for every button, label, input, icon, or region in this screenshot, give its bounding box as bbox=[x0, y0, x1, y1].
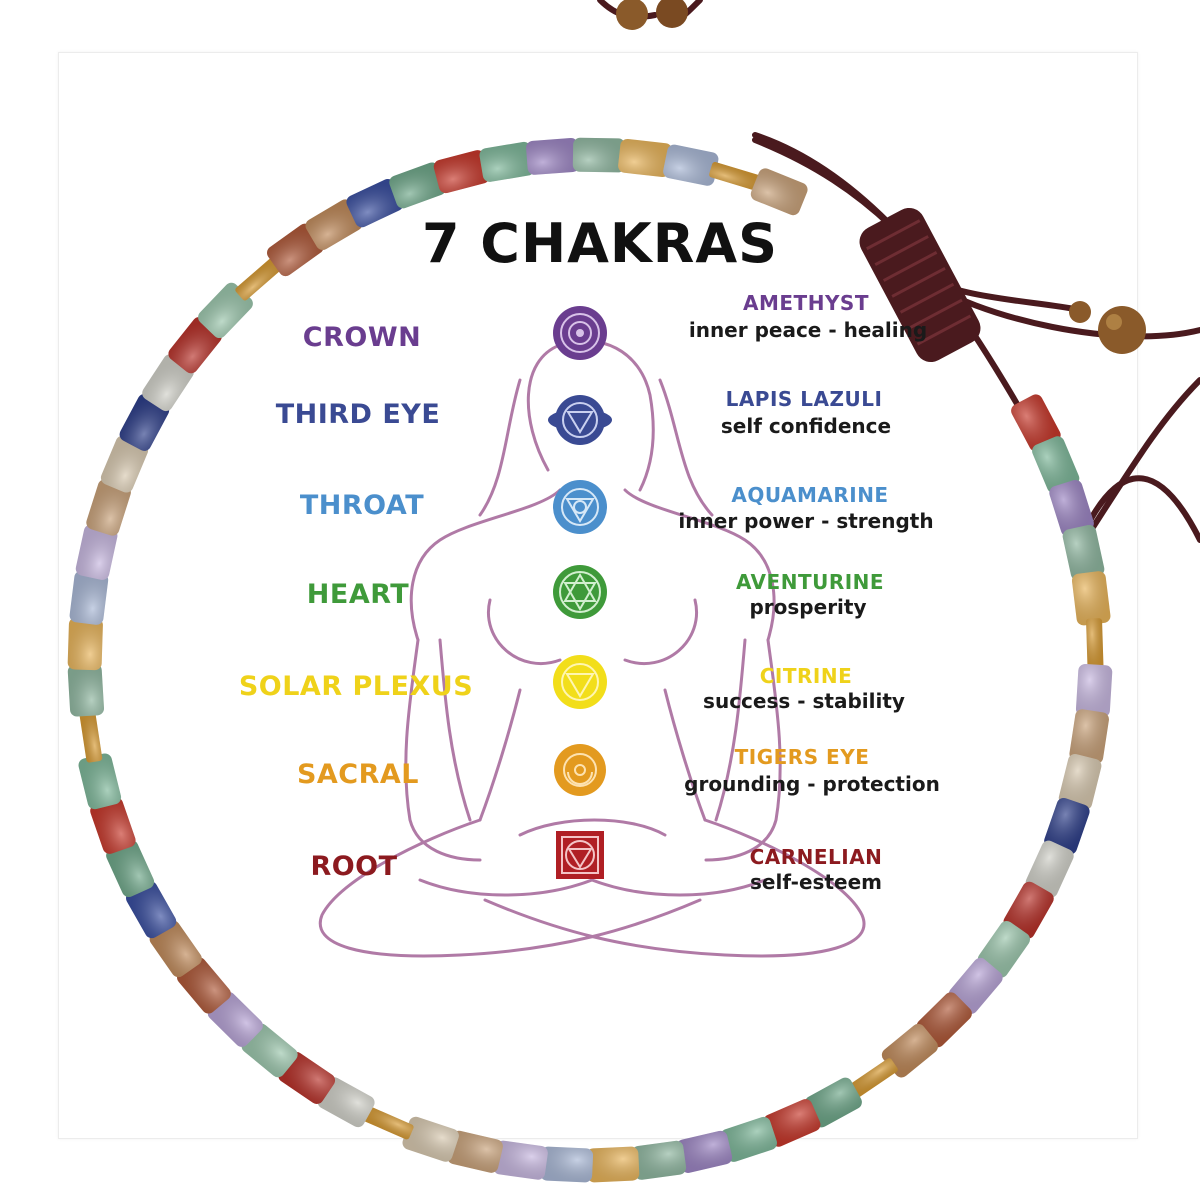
bead-highlight bbox=[1032, 436, 1080, 494]
bead-highlight bbox=[848, 1058, 898, 1099]
bead-highlight bbox=[631, 1140, 687, 1180]
bead-highlight bbox=[763, 1099, 821, 1147]
bead-highlight bbox=[493, 1140, 548, 1180]
root-chakra-icon bbox=[556, 831, 604, 879]
stone-name-tigers-eye: TIGERS EYE bbox=[734, 745, 870, 769]
bead-highlight bbox=[1003, 881, 1054, 939]
bead-highlight bbox=[100, 435, 149, 493]
stone-benefit-tigers-eye: grounding - protection bbox=[684, 772, 940, 796]
chakra-name-heart: HEART bbox=[306, 579, 410, 610]
stone-name-citrine: CITRINE bbox=[759, 664, 853, 688]
bead-highlight bbox=[1086, 618, 1104, 671]
crown-chakra-icon bbox=[553, 306, 607, 360]
bead-highlight bbox=[106, 840, 155, 898]
stone-name-amethyst: AMETHYST bbox=[743, 291, 869, 315]
chakra-name-root: ROOT bbox=[310, 851, 398, 882]
bead-highlight bbox=[540, 1146, 594, 1183]
bead-highlight bbox=[1044, 797, 1090, 855]
sliding-knot bbox=[859, 207, 981, 363]
bead-highlight bbox=[69, 570, 109, 625]
bead-highlight bbox=[526, 138, 580, 175]
bead-highlight bbox=[267, 223, 324, 277]
bead-highlight bbox=[235, 256, 283, 301]
bead-highlight bbox=[79, 709, 103, 763]
tigers-eye-end-beads bbox=[616, 0, 1146, 354]
stone-benefit-aquamarine: inner power - strength bbox=[678, 509, 934, 533]
bead-highlight bbox=[389, 162, 446, 209]
bead-highlight bbox=[676, 1130, 733, 1173]
bead-highlight bbox=[433, 150, 490, 194]
bead-highlight bbox=[317, 1077, 375, 1128]
bead-highlight bbox=[1075, 664, 1113, 718]
third-eye-chakra-icon bbox=[548, 395, 612, 445]
stone-benefit-amethyst: inner peace - healing bbox=[688, 318, 928, 342]
bead-highlight bbox=[1062, 525, 1105, 581]
bead-highlight bbox=[90, 797, 136, 854]
bead-highlight bbox=[586, 1146, 640, 1183]
bead-highlight bbox=[86, 479, 131, 536]
stone-benefit-lapis-lazuli: self confidence bbox=[720, 414, 892, 438]
heart-chakra-icon bbox=[553, 565, 607, 619]
stone-name-aquamarine: AQUAMARINE bbox=[731, 483, 889, 507]
bead-highlight bbox=[126, 881, 177, 939]
bead-highlight bbox=[278, 1052, 336, 1104]
bead-highlight bbox=[198, 282, 253, 339]
bead-highlight bbox=[447, 1130, 503, 1173]
bead-highlight bbox=[977, 921, 1030, 978]
stone-name-carnelian: CARNELIAN bbox=[749, 845, 883, 869]
stone-benefit-aventurine: prosperity bbox=[749, 595, 867, 619]
bead-highlight bbox=[67, 663, 105, 717]
bead-highlight bbox=[142, 354, 194, 412]
bead-highlight bbox=[119, 393, 170, 451]
sacral-chakra-icon bbox=[554, 744, 606, 796]
bead-highlight bbox=[402, 1116, 459, 1162]
bead-highlight bbox=[207, 991, 263, 1047]
bead-highlight bbox=[1025, 840, 1074, 898]
chakra-name-solar-plexus: SOLAR PLEXUS bbox=[238, 671, 474, 702]
bead-highlight bbox=[750, 168, 808, 216]
bead-highlight bbox=[479, 141, 535, 182]
bead-highlight bbox=[948, 957, 1003, 1014]
solar-plexus-chakra-icon bbox=[553, 655, 607, 709]
stone-benefit-citrine: success - stability bbox=[703, 689, 905, 713]
bead-highlight bbox=[1058, 754, 1102, 810]
bead-highlight bbox=[618, 138, 673, 178]
bead-highlight bbox=[67, 617, 103, 671]
bead-highlight bbox=[804, 1077, 862, 1128]
bead-highlight bbox=[572, 137, 626, 173]
bead-highlight bbox=[78, 753, 122, 810]
chakra-name-throat: THROAT bbox=[299, 490, 425, 521]
stone-name-lapis-lazuli: LAPIS LAZULI bbox=[725, 387, 883, 411]
bead-highlight bbox=[75, 524, 118, 580]
bead-highlight bbox=[149, 920, 202, 978]
bead-highlight bbox=[709, 161, 763, 191]
bead-highlight bbox=[361, 1105, 414, 1140]
stone-benefit-carnelian: self-esteem bbox=[750, 870, 882, 894]
throat-chakra-icon bbox=[553, 480, 607, 534]
bead-highlight bbox=[305, 199, 363, 250]
bead-highlight bbox=[881, 1023, 938, 1078]
bead-highlight bbox=[177, 957, 231, 1014]
bead-highlight bbox=[1049, 479, 1094, 537]
bead-highlight bbox=[1069, 709, 1109, 764]
bead-highlight bbox=[241, 1023, 298, 1078]
bead-highlight bbox=[346, 178, 404, 228]
bead-highlight bbox=[1071, 571, 1111, 626]
chakra-name-crown: CROWN bbox=[302, 322, 422, 353]
stone-name-aventurine: AVENTURINE bbox=[735, 570, 885, 594]
chakra-name-third-eye: THIRD EYE bbox=[275, 399, 441, 430]
bead-highlight bbox=[168, 317, 222, 374]
bead-highlight bbox=[663, 144, 719, 186]
bead-highlight bbox=[916, 992, 972, 1048]
page-title: 7 CHAKRAS bbox=[421, 212, 779, 275]
bead-highlight bbox=[720, 1116, 777, 1162]
bead-ring bbox=[67, 137, 1113, 1183]
chakra-name-sacral: SACRAL bbox=[296, 759, 420, 790]
bead-highlight bbox=[1011, 394, 1061, 452]
